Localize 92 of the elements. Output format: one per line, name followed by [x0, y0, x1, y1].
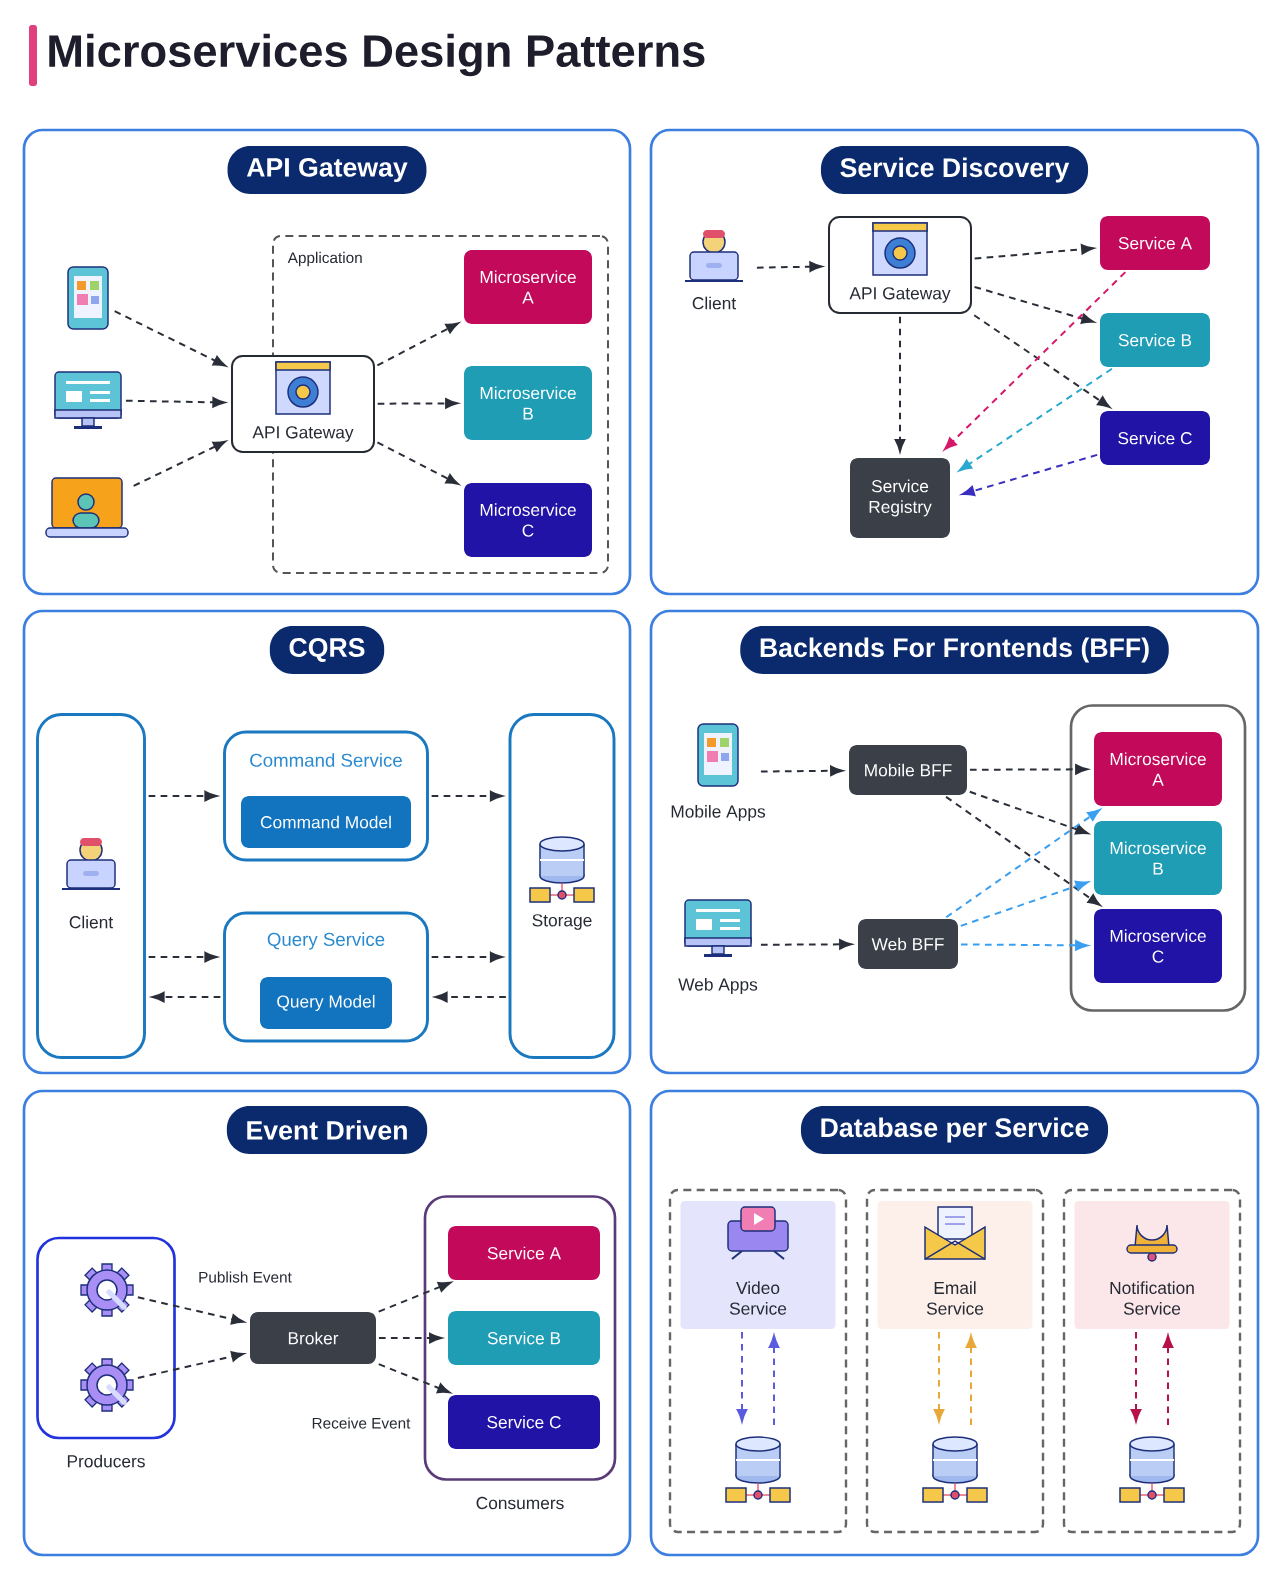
node-label: Client: [692, 296, 737, 310]
service-box: Microservice C: [1094, 909, 1222, 983]
arrow: [147, 790, 218, 802]
node-label: Producers: [67, 1454, 145, 1468]
phone-icon: [67, 266, 109, 330]
arrow: [151, 991, 222, 1003]
service-box: Service A: [448, 1226, 600, 1280]
monitor-icon: [54, 371, 122, 429]
arrow: [944, 271, 1127, 450]
laptop-user-icon: [45, 477, 129, 538]
service-box: Command Model: [241, 796, 411, 848]
arrow: [136, 1296, 245, 1325]
arrow: [113, 310, 226, 367]
service-box: Microservice B: [1094, 821, 1222, 895]
arrow: [945, 809, 1101, 919]
arrow: [959, 880, 1089, 927]
arrow: [434, 991, 507, 1003]
dashed-frame: [1062, 1188, 1242, 1534]
arrow: [376, 398, 458, 409]
arrow: [377, 1332, 442, 1344]
arrow: [736, 1330, 748, 1422]
service-box: Service B: [448, 1311, 600, 1365]
service-box: Query Model: [260, 977, 392, 1029]
service-card: Notification Service: [1074, 1201, 1230, 1329]
service-box: Web BFF: [858, 919, 958, 969]
database-icon: [1119, 1436, 1185, 1503]
node-label: Consumers: [476, 1496, 564, 1510]
title: Microservices Design Patterns: [29, 25, 705, 86]
heading-pill: Database per Service: [800, 1106, 1109, 1154]
annotation: Publish Event: [199, 1271, 292, 1283]
arrow: [376, 441, 459, 485]
service-box: Service C: [448, 1395, 600, 1449]
arrow: [973, 314, 1111, 408]
service-box: Microservice A: [1094, 732, 1222, 806]
arrow: [430, 951, 503, 963]
heading-pill: Event Driven: [226, 1106, 428, 1154]
heading-pill: API Gateway: [227, 146, 427, 194]
service-card: Video Service: [680, 1201, 836, 1329]
arrow: [759, 765, 843, 777]
arrow: [755, 261, 823, 272]
service-card: Email Service: [877, 1201, 1033, 1329]
phone-figure: Mobile Apps: [671, 723, 766, 822]
service-box: Broker: [250, 1312, 376, 1364]
service-box: Service A: [1100, 216, 1210, 270]
arrow: [958, 367, 1113, 472]
service-box: Microservice A: [464, 250, 592, 324]
node-label: Mobile Apps: [671, 804, 766, 822]
service-box: Mobile BFF: [849, 745, 967, 795]
arrow: [147, 951, 218, 963]
arrow: [894, 315, 906, 452]
arrow: [768, 1335, 780, 1427]
group-frame: [1069, 704, 1247, 1012]
arrow: [965, 1335, 977, 1427]
arrow: [377, 1363, 451, 1394]
arrow: [1130, 1330, 1142, 1422]
arrow: [961, 453, 1099, 497]
node-label: Web Apps: [678, 977, 758, 995]
monitor-figure: Web Apps: [678, 899, 758, 995]
arrow: [973, 285, 1095, 324]
arrow: [933, 1330, 945, 1422]
arrow: [973, 244, 1094, 260]
arrow: [136, 1351, 245, 1379]
arrow: [759, 939, 852, 950]
rounded-column: Client: [36, 713, 146, 1059]
arrow: [968, 764, 1088, 775]
service-box: Microservice C: [464, 483, 592, 557]
service-box: Service B: [1100, 313, 1210, 367]
heading-pill: CQRS: [269, 626, 385, 674]
heading-pill: Backends For Frontends (BFF): [740, 626, 1169, 674]
rounded-column: Storage: [508, 713, 616, 1059]
database-icon: [922, 1436, 988, 1503]
service-box: Microservice B: [464, 366, 592, 440]
arrow: [124, 397, 226, 408]
arrow: [132, 440, 226, 487]
service-box: Service C: [1100, 411, 1210, 465]
database-icon: [725, 1436, 791, 1503]
user-figure: Client: [685, 230, 743, 310]
arrow: [968, 790, 1089, 835]
gateway-box: API Gateway: [231, 355, 375, 453]
gear-icon: [80, 1263, 134, 1317]
gateway-box: API Gateway: [828, 216, 972, 314]
arrow: [430, 790, 503, 802]
dashed-frame: [865, 1188, 1045, 1534]
annotation: Receive Event: [312, 1417, 411, 1429]
dashed-frame: [668, 1188, 848, 1534]
arrow: [376, 322, 459, 367]
gear-icon: [80, 1358, 134, 1412]
service-box: Service Registry: [850, 458, 950, 538]
heading-pill: Service Discovery: [820, 146, 1089, 194]
group-frame: Producers: [36, 1236, 176, 1468]
arrow: [945, 795, 1101, 906]
arrow: [1162, 1335, 1174, 1427]
